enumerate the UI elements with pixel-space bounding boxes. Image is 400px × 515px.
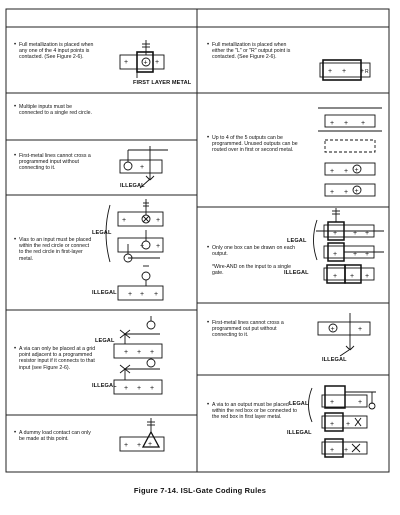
gate-diagram-right-4 xyxy=(317,313,371,357)
svg-text:+: + xyxy=(333,273,337,280)
svg-text:+: + xyxy=(140,164,144,171)
svg-text:+: + xyxy=(330,168,334,175)
svg-text:+: + xyxy=(154,291,158,298)
svg-text:+: + xyxy=(331,326,335,333)
svg-text:+: + xyxy=(353,251,357,258)
svg-text:+: + xyxy=(140,243,144,250)
first-layer-metal-label: FIRST LAYER METAL xyxy=(133,80,192,86)
svg-text:+: + xyxy=(330,399,334,406)
illegal-label: ILLEGAL xyxy=(284,270,309,276)
svg-text:+: + xyxy=(350,273,354,280)
svg-text:+: + xyxy=(333,230,337,237)
svg-text:+: + xyxy=(330,189,334,196)
svg-text:+: + xyxy=(124,385,128,392)
svg-text:+: + xyxy=(328,68,332,75)
svg-text:+: + xyxy=(156,217,160,224)
illegal-label: ILLEGAL xyxy=(120,183,145,189)
gate-diagram-right-3 xyxy=(313,208,384,284)
legal-label: LEGAL xyxy=(289,401,309,407)
legal-label: LEGAL xyxy=(287,238,307,244)
svg-text:+: + xyxy=(124,349,128,356)
svg-text:+: + xyxy=(137,385,141,392)
svg-text:+: + xyxy=(361,120,365,127)
gate-diagram-left-3 xyxy=(119,146,168,189)
svg-text:+: + xyxy=(144,60,148,67)
svg-text:+: + xyxy=(156,243,160,250)
gate-diagram-left-6 xyxy=(119,418,165,452)
gate-diagram-left-1 xyxy=(119,40,165,78)
rule-note: •A dummy load contact can only be made a… xyxy=(14,430,91,443)
svg-text:R: R xyxy=(365,69,369,75)
svg-text:+: + xyxy=(148,441,152,448)
gate-diagram-right-5 xyxy=(308,385,376,458)
svg-text:+: + xyxy=(355,188,359,195)
rule-note: •Multiple inputs must be connected to a … xyxy=(14,104,92,117)
svg-text:+: + xyxy=(140,291,144,298)
svg-text:+: + xyxy=(344,447,348,454)
svg-text:+: + xyxy=(365,273,369,280)
rule-note: •First-metal lines cannot cross a progra… xyxy=(14,153,91,172)
svg-text:+: + xyxy=(346,421,350,428)
rule-note: •A via to an output must be placed withi… xyxy=(207,402,298,421)
rule-note: •Full metallization is placed when any o… xyxy=(14,42,94,61)
legal-label: LEGAL xyxy=(95,338,115,344)
wire-and-note: *Wire-AND on the input to a single gate. xyxy=(212,264,292,277)
rule-note: •Only one box can be drawn on each outpu… xyxy=(207,245,296,258)
svg-text:+: + xyxy=(358,399,362,406)
svg-text:+: + xyxy=(365,251,369,258)
svg-text:+: + xyxy=(128,291,132,298)
illegal-label: ILLEGAL xyxy=(287,430,312,436)
svg-text:+: + xyxy=(344,189,348,196)
svg-text:+: + xyxy=(124,59,128,66)
svg-text:+: + xyxy=(358,326,362,333)
svg-text:+: + xyxy=(355,167,359,174)
illegal-label: ILLEGAL xyxy=(92,290,117,296)
rule-note: •Vias to an input must be placed within … xyxy=(14,237,92,262)
svg-text:+: + xyxy=(342,68,346,75)
illegal-label: ILLEGAL xyxy=(92,383,117,389)
svg-text:+: + xyxy=(344,168,348,175)
gate-diagram-right-2 xyxy=(318,107,382,197)
svg-text:+: + xyxy=(124,442,128,449)
svg-text:+: + xyxy=(150,385,154,392)
svg-text:+: + xyxy=(353,230,357,237)
rule-note: •Up to 4 of the 5 outputs can be program… xyxy=(207,135,298,154)
svg-text:+: + xyxy=(330,447,334,454)
rule-note: •First-metal lines cannot cross a progra… xyxy=(207,320,284,339)
svg-text:+: + xyxy=(137,349,141,356)
gate-diagram-right-1 xyxy=(319,59,371,81)
svg-text:+: + xyxy=(330,421,334,428)
figure-caption: Figure 7-14. ISL-Gate Coding Rules xyxy=(133,486,267,495)
svg-text:+: + xyxy=(360,68,364,75)
svg-text:+: + xyxy=(122,217,126,224)
svg-text:+: + xyxy=(150,349,154,356)
illegal-label: ILLEGAL xyxy=(322,357,347,363)
svg-text:+: + xyxy=(155,59,159,66)
gate-diagram-left-5 xyxy=(113,316,163,395)
svg-text:+: + xyxy=(333,251,337,258)
svg-text:+: + xyxy=(137,442,141,449)
rule-note: •Full metallization is placed when eithe… xyxy=(207,42,291,61)
legal-label: LEGAL xyxy=(92,230,112,236)
svg-text:+: + xyxy=(330,120,334,127)
svg-text:+: + xyxy=(344,120,348,127)
svg-text:+: + xyxy=(365,230,369,237)
gate-diagram-left-4 xyxy=(105,199,164,301)
rule-note: •A via can only be placed at a grid poin… xyxy=(14,346,96,371)
